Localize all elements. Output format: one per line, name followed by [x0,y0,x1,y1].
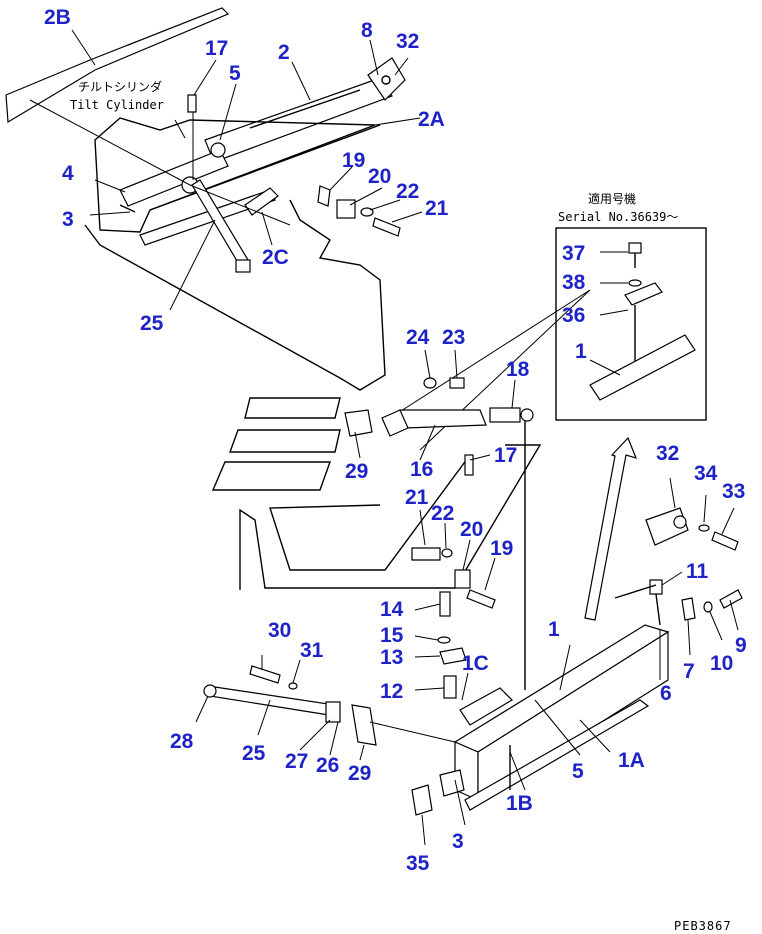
part-1C-plate [459,687,513,726]
note-tilt-cylinder-jp: チルトシリンダ [78,79,162,94]
callout-38: 38 [562,271,586,294]
callout-22b: 22 [431,502,454,525]
callout-29b: 29 [348,762,371,785]
callout-24: 24 [406,326,430,349]
callout-23: 23 [442,326,465,349]
callout-29: 29 [345,460,368,483]
callout-26: 26 [316,754,339,777]
parts-6-11-right [614,579,743,626]
callout-27: 27 [285,750,308,773]
callout-9: 9 [735,634,747,657]
parts-19-22-upper [336,199,401,237]
callout-4: 4 [62,162,74,185]
leaders-lower [195,477,739,846]
callout-5b: 5 [572,760,584,783]
callout-1: 1 [575,340,587,363]
callout-1A: 1A [618,749,645,772]
note-tilt-cylinder-en: Tilt Cylinder [70,98,164,112]
blade-frame-upper [84,117,386,391]
ghost-blade [211,397,542,590]
callout-10: 10 [710,652,733,675]
callout-2A: 2A [418,108,445,131]
callouts: 2B 17 5 2 8 32 2A 4 3 19 20 22 21 2C 25 … [44,6,747,875]
leaders-upper [29,29,423,311]
callout-5: 5 [229,62,241,85]
callout-12: 12 [380,680,403,703]
callout-31: 31 [300,639,324,662]
note-serial: Serial No.36639～ [558,210,678,224]
callout-32: 32 [396,30,419,53]
part-32-bracket-top [367,57,406,101]
part-1-blade-main [453,624,670,811]
callout-2C: 2C [262,246,289,269]
callout-1b: 1 [548,618,560,641]
callout-20: 20 [368,165,391,188]
callout-36: 36 [562,304,585,327]
callout-34: 34 [694,462,718,485]
callout-14: 14 [380,598,404,621]
callout-33: 33 [722,480,745,503]
callout-7: 7 [683,660,695,683]
callout-8: 8 [361,19,373,42]
callout-25b: 25 [242,742,266,765]
callout-18: 18 [506,358,530,381]
tilt-cylinder-middle [344,377,534,690]
part-2C-plate [244,187,279,216]
callout-21b: 21 [405,486,429,509]
callout-25: 25 [140,312,164,335]
part-25-brace-upper [191,179,251,273]
callout-1C: 1C [462,652,489,675]
callout-3: 3 [62,208,74,231]
note-applicable-jp: 適用号機 [588,191,636,206]
callout-1B: 1B [506,792,533,815]
parts-19-22-middle [411,547,496,609]
serial-inset [389,227,707,451]
callout-19: 19 [342,149,365,172]
callout-21: 21 [425,197,449,220]
part-35-block [411,784,433,816]
callout-16: 16 [410,458,433,481]
callout-20b: 20 [460,518,483,541]
callout-15: 15 [380,624,404,647]
arrow-up [584,436,638,621]
callout-22: 22 [396,180,419,203]
callout-35: 35 [406,852,430,875]
callout-30: 30 [268,619,291,642]
callout-2B: 2B [44,6,71,29]
part-2B-cover-plate [5,7,230,124]
callout-17: 17 [205,37,228,60]
callout-28: 28 [170,730,194,753]
callout-3b: 3 [452,830,464,853]
drawing-code: PEB3867 [674,919,732,933]
parts-12-15-lower [437,591,467,699]
callout-2: 2 [278,41,290,64]
leaders-middle [354,349,516,591]
callout-32b: 32 [656,442,679,465]
part-32-bracket-right [645,507,739,551]
callout-19b: 19 [490,537,513,560]
tilt-cylinder-upper [119,94,331,213]
callout-37: 37 [562,242,585,265]
part-3-lower [439,769,465,797]
part-25-brace-lower [203,665,377,746]
callout-6: 6 [660,682,672,705]
callout-13: 13 [380,646,403,669]
callout-11: 11 [686,560,709,583]
callout-17b: 17 [494,444,517,467]
